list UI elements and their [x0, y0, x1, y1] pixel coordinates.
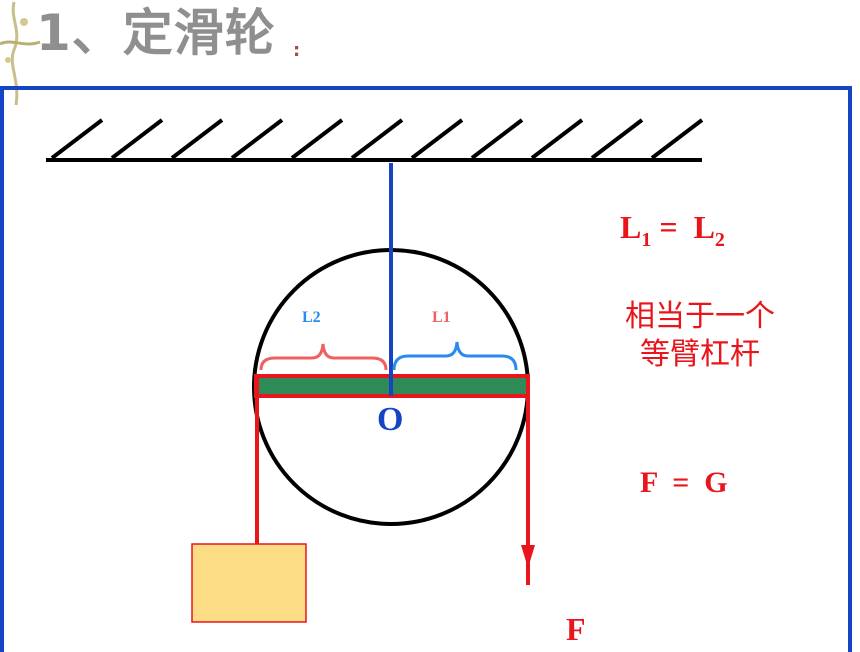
force-equation: F = G: [640, 466, 728, 499]
pivot-label: O: [377, 401, 403, 438]
brace-l2: [259, 343, 388, 371]
title-colon: :: [293, 40, 301, 61]
diagram-frame: [0, 86, 852, 652]
vine-decoration: [0, 1, 41, 106]
brace-l1: [392, 341, 518, 371]
label-l1: L1: [432, 309, 451, 326]
page-title: 1、定滑轮: [36, 4, 276, 62]
force-label: F: [566, 611, 586, 645]
force-arrow: [521, 545, 535, 568]
lever-note-line2: 等臂杠杆: [640, 337, 760, 372]
weight-block: [191, 543, 307, 623]
lever-note-line1: 相当于一个: [625, 299, 775, 334]
ceiling-hatch: [50, 118, 704, 160]
lever-note: 相当于一个 等臂杠杆: [600, 298, 800, 374]
label-l2: L2: [302, 309, 321, 326]
arm-equation: L1 = L2: [620, 209, 725, 251]
